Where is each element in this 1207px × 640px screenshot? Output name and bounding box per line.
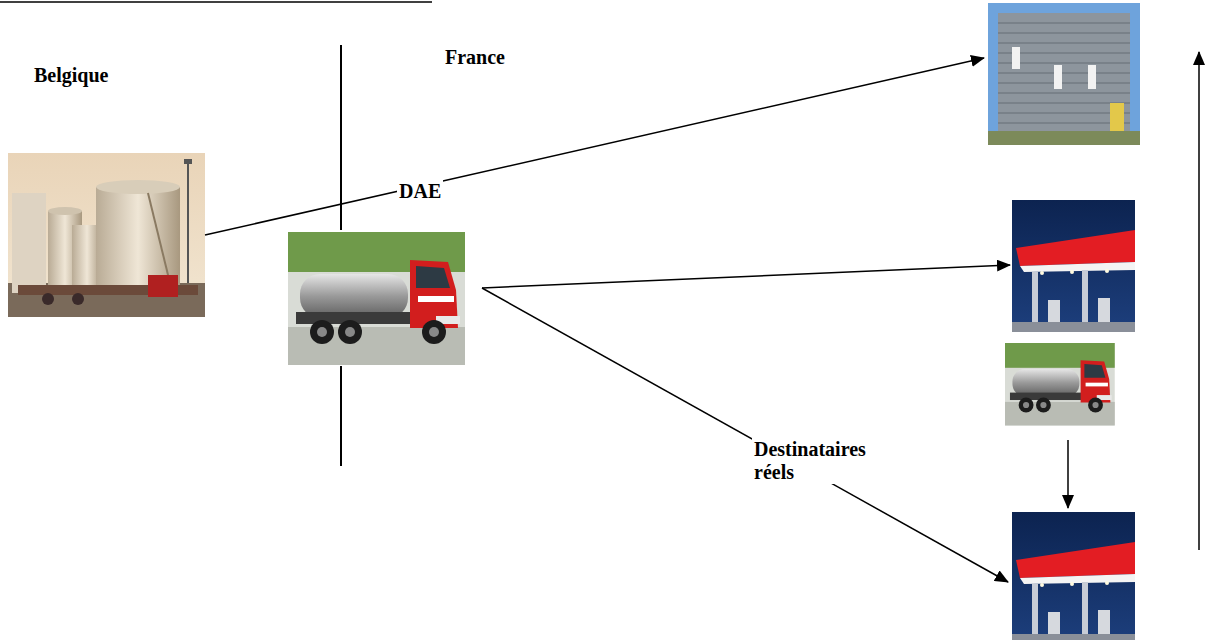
- fuel-station-picture: [1012, 512, 1135, 640]
- arrow: [482, 265, 1010, 288]
- text-label: Belgique: [34, 64, 108, 87]
- text-label: Destinataires réels: [752, 438, 896, 484]
- arrow: [1067, 440, 1069, 508]
- text-label: DAE: [397, 180, 443, 203]
- fuel-station-picture: [1012, 200, 1135, 332]
- warehouse-picture: [988, 3, 1140, 145]
- arrow: [482, 288, 1008, 582]
- depot-picture: [8, 153, 205, 317]
- arrow: [1198, 52, 1200, 550]
- tanker-truck-picture: [1005, 343, 1115, 425]
- arrow: [205, 58, 984, 235]
- tanker-truck-picture: [288, 232, 465, 365]
- text-label: France: [445, 46, 505, 69]
